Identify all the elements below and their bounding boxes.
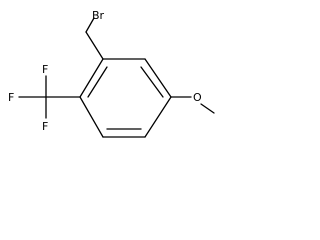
ring-bond bbox=[79, 58, 104, 98]
bromine-label: Br bbox=[92, 9, 105, 22]
fluorine-left-label: F bbox=[8, 91, 14, 104]
fluorine-top-label: F bbox=[42, 63, 48, 76]
benzene-ring bbox=[79, 58, 172, 138]
ring-double-bond-inner bbox=[140, 66, 164, 98]
oxygen-label: O bbox=[193, 91, 202, 104]
ring-bond bbox=[144, 96, 172, 138]
ring-double-bond-inner bbox=[87, 66, 108, 98]
ch2-bond bbox=[85, 31, 104, 60]
ring-bond bbox=[79, 96, 104, 138]
molecule-canvas: Br O F F F bbox=[0, 0, 230, 160]
trifluoromethyl-group: F F F bbox=[8, 63, 81, 133]
structure-diagram: Br O F F F bbox=[8, 9, 215, 138]
fluorine-bottom-label: F bbox=[42, 120, 48, 133]
bromomethyl-group: Br bbox=[85, 9, 105, 60]
methoxy-group: O bbox=[170, 91, 215, 114]
ring-bond bbox=[144, 58, 172, 98]
c-br-bond bbox=[85, 17, 95, 33]
o-ch3-bond bbox=[200, 103, 215, 114]
